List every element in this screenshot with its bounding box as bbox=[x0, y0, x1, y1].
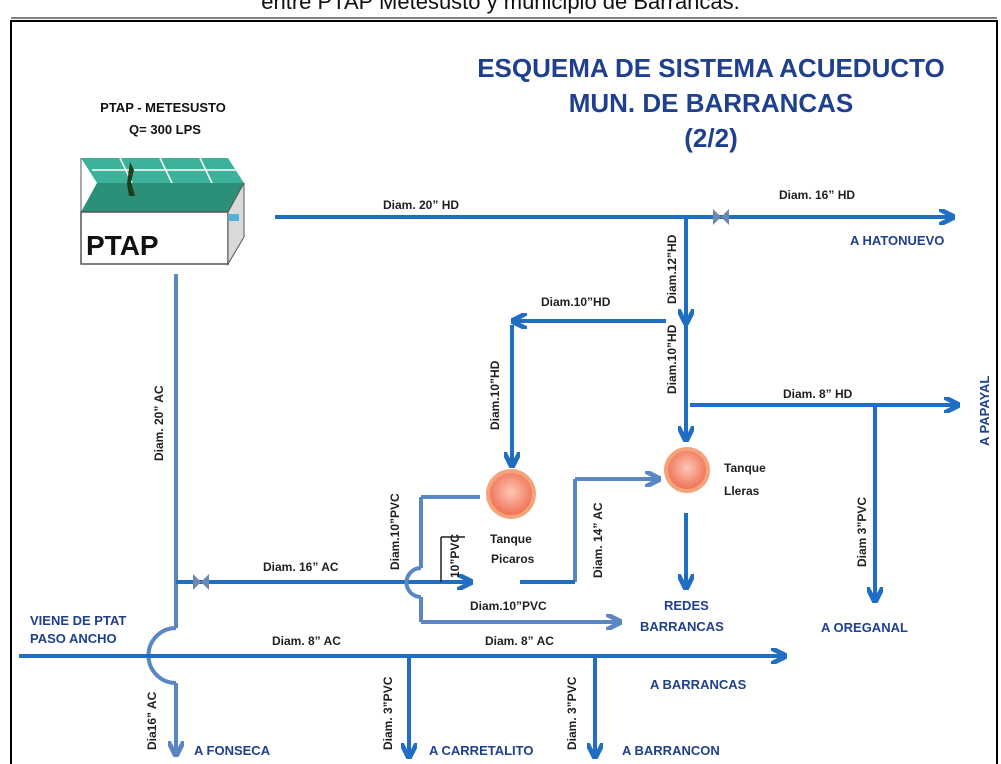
tank-lleras bbox=[664, 447, 710, 493]
valve-icon-mid bbox=[193, 574, 209, 590]
label-bottom-8ac-right: Diam. 8” AC bbox=[485, 634, 554, 648]
plant-sign: PTAP bbox=[86, 230, 159, 261]
label-down-lleras: Diam.10”HD bbox=[665, 324, 679, 394]
label-to-hatonuevo: Diam. 16” HD bbox=[779, 188, 855, 202]
diagram-title-line1: ESQUEMA DE SISTEMA ACUEDUCTO bbox=[477, 53, 945, 83]
dest-hatonuevo: A HATONUEVO bbox=[850, 233, 944, 248]
label-down-carretalito: Diam. 3”PVC bbox=[381, 676, 395, 750]
dest-papayal: A PAPAYAL bbox=[977, 376, 992, 446]
tank-picaros-label-1: Tanque bbox=[490, 532, 532, 546]
diagram-frame bbox=[10, 20, 998, 764]
label-to-redes-10pvc: Diam.10”PVC bbox=[470, 599, 547, 613]
dest-ptat-2: PASO ANCHO bbox=[30, 631, 117, 646]
tank-picaros bbox=[486, 469, 536, 519]
label-short-10pvc: 10”PVC bbox=[448, 534, 462, 578]
label-main-top: Diam. 20” HD bbox=[383, 198, 459, 212]
pipe-10pvc-crossover bbox=[404, 566, 422, 599]
dest-carretalito: A CARRETALITO bbox=[429, 743, 533, 758]
tank-lleras-label-2: Lleras bbox=[724, 484, 760, 498]
label-down-barrancon: Diam. 3”PVC bbox=[565, 676, 579, 750]
dest-barrancas: A BARRANCAS bbox=[650, 677, 747, 692]
figure-caption-text: entre PTAP Metesusto y municipio de Barr… bbox=[261, 0, 740, 14]
dest-redes-2: BARRANCAS bbox=[640, 619, 724, 634]
label-down-picaros: Diam.10”HD bbox=[488, 360, 502, 430]
label-down-fonseca: Dia16” AC bbox=[145, 691, 159, 750]
dest-barrancon: A BARRANCON bbox=[622, 743, 720, 758]
tank-picaros-label-2: Picaros bbox=[491, 552, 535, 566]
label-to-papayal: Diam. 8” HD bbox=[783, 387, 853, 401]
dest-ptat-1: VIENE DE PTAT bbox=[30, 613, 126, 628]
label-mid-16ac: Diam. 16” AC bbox=[263, 560, 339, 574]
label-bottom-8ac-left: Diam. 8” AC bbox=[272, 634, 341, 648]
dest-redes-1: REDES bbox=[664, 598, 709, 613]
dest-oreganal: A OREGANAL bbox=[821, 620, 908, 635]
valve-icon-top bbox=[713, 209, 729, 225]
label-to-oreganal: Diam 3”PVC bbox=[855, 497, 869, 567]
plant-name: PTAP - METESUSTO bbox=[100, 100, 226, 115]
dest-fonseca: A FONSECA bbox=[194, 743, 271, 758]
diagram-title-line3: (2/2) bbox=[684, 123, 737, 153]
label-up-14ac: Diam. 14” AC bbox=[591, 502, 605, 578]
figure-caption: entre PTAP Metesusto y municipio de Barr… bbox=[0, 0, 1001, 18]
tank-lleras-label-1: Tanque bbox=[724, 461, 766, 475]
label-branch-10hd: Diam.10”HD bbox=[541, 295, 611, 309]
plant-building-icon bbox=[80, 157, 245, 266]
plant-flow: Q= 300 LPS bbox=[129, 122, 201, 137]
label-vertical-20ac: Diam. 20” AC bbox=[152, 385, 166, 461]
label-vert-10pvc: Diam.10”PVC bbox=[388, 493, 402, 570]
label-down-12hd: Diam.12”HD bbox=[665, 234, 679, 304]
diagram-title-line2: MUN. DE BARRANCAS bbox=[569, 88, 854, 118]
